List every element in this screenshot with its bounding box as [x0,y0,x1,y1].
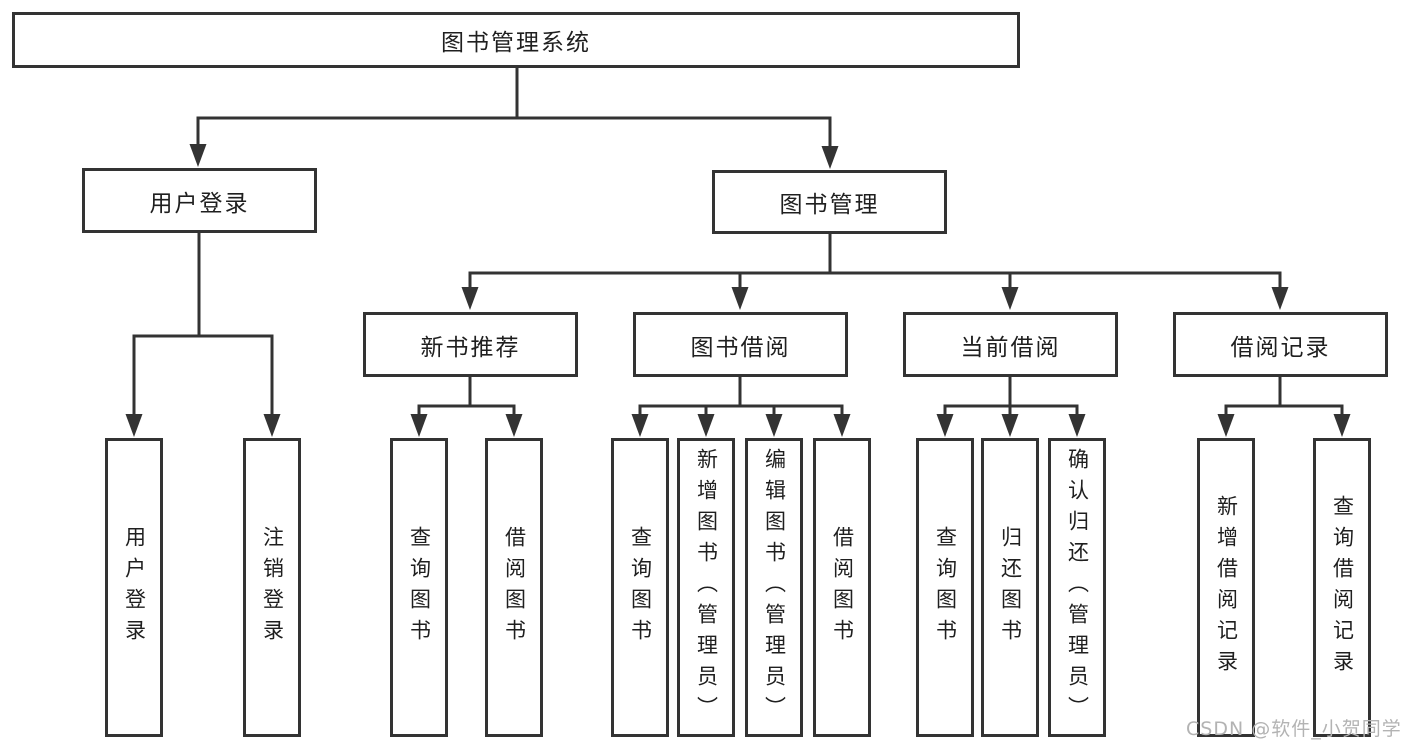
node-user-login-label: 用户登录 [149,190,250,217]
leaf-return-book-label: 归还图书 [998,525,1023,650]
leaf-borrow-books-borrowing-label: 借阅图书 [830,525,855,650]
leaf-query-books-borrowing: 查询图书 [611,438,669,737]
leaf-query-books-borrowing-label: 查询图书 [628,525,653,650]
node-current-borrowing-label: 当前借阅 [960,334,1061,361]
leaf-confirm-return-admin: 确认归还（管理员） [1048,438,1106,737]
leaf-query-borrow-record-label: 查询借阅记录 [1330,494,1355,681]
node-root: 图书管理系统 [12,12,1020,68]
leaf-add-book-admin-label: 新增图书（管理员） [694,448,719,727]
leaf-query-borrow-record: 查询借阅记录 [1313,438,1371,737]
leaf-logout: 注销登录 [243,438,301,737]
node-book-management: 图书管理 [712,170,947,234]
leaf-add-book-admin: 新增图书（管理员） [677,438,735,737]
node-borrow-records-label: 借阅记录 [1230,334,1331,361]
node-user-login: 用户登录 [82,168,317,233]
node-borrow-records: 借阅记录 [1173,312,1388,377]
leaf-borrow-books-recommend: 借阅图书 [485,438,543,737]
leaf-confirm-return-admin-label: 确认归还（管理员） [1065,448,1090,727]
leaf-query-books-recommend-label: 查询图书 [407,525,432,650]
arrowheads [125,144,1351,437]
node-new-book-recommend: 新书推荐 [363,312,578,377]
leaf-borrow-books-recommend-label: 借阅图书 [502,525,527,650]
node-current-borrowing: 当前借阅 [903,312,1118,377]
leaf-logout-label: 注销登录 [260,525,285,650]
leaf-edit-book-admin: 编辑图书（管理员） [745,438,803,737]
csdn-watermark: CSDN @软件_小贺同学 [1186,718,1402,740]
leaf-borrow-books-borrowing: 借阅图书 [813,438,871,737]
leaf-add-borrow-record-label: 新增借阅记录 [1214,494,1239,681]
leaf-query-books-recommend: 查询图书 [390,438,448,737]
leaf-query-books-current-label: 查询图书 [933,525,958,650]
leaf-return-book: 归还图书 [981,438,1039,737]
leaf-query-books-current: 查询图书 [916,438,974,737]
leaf-edit-book-admin-label: 编辑图书（管理员） [762,448,787,727]
node-root-label: 图书管理系统 [441,30,591,56]
node-book-management-label: 图书管理 [779,192,880,218]
leaf-add-borrow-record: 新增借阅记录 [1197,438,1255,737]
node-new-book-recommend-label: 新书推荐 [420,334,521,361]
node-book-borrowing-label: 图书借阅 [690,334,791,361]
leaf-user-login-label: 用户登录 [122,525,147,650]
leaf-user-login: 用户登录 [105,438,163,737]
node-book-borrowing: 图书借阅 [633,312,848,377]
